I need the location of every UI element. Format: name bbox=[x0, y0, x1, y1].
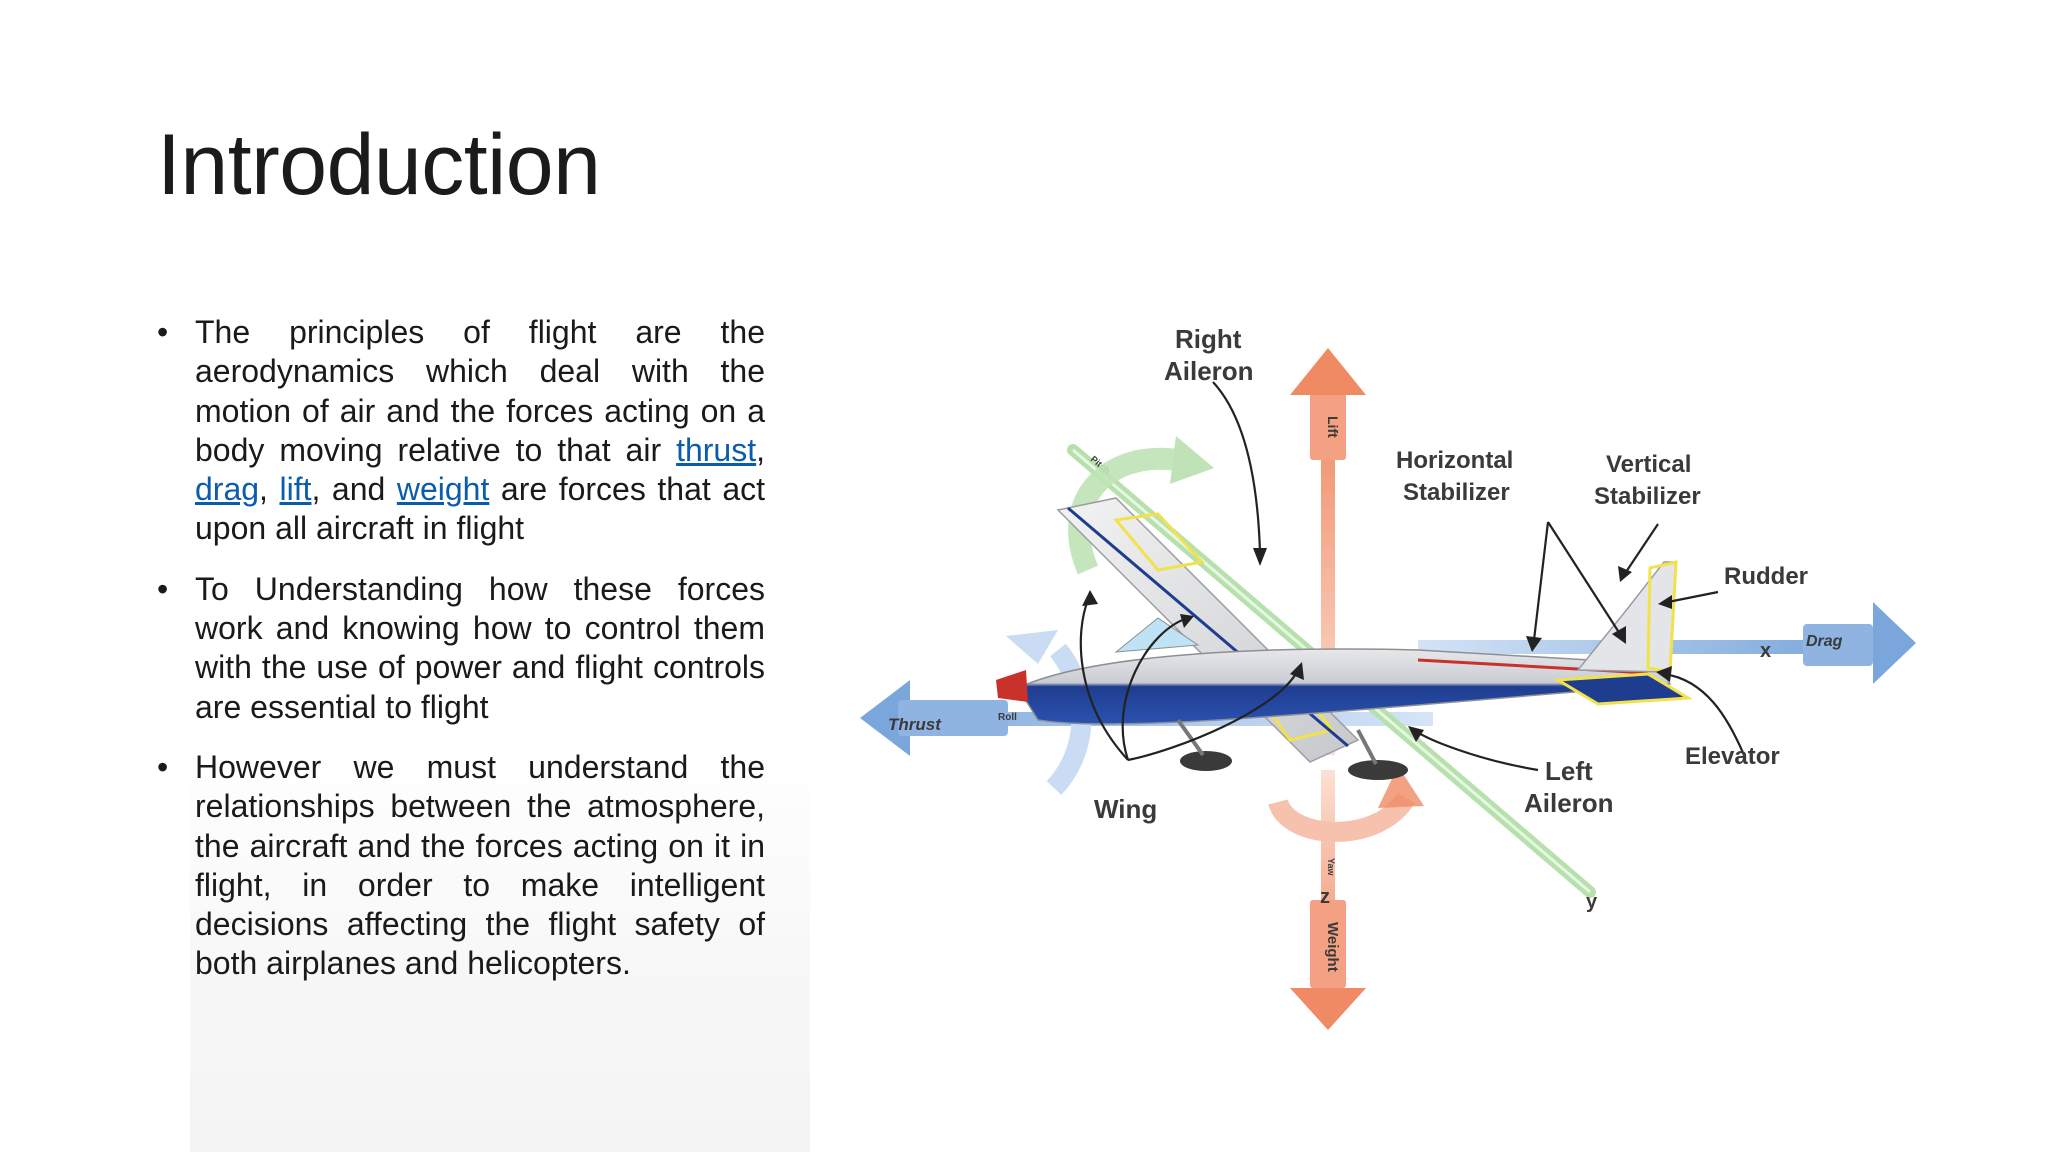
yaw-label: Yaw bbox=[1326, 858, 1336, 877]
callout-arrowheads bbox=[1082, 548, 1672, 742]
left-aileron-label-line1: Left bbox=[1545, 756, 1593, 786]
propeller-hub bbox=[996, 670, 1028, 702]
main-gear-strut bbox=[1356, 729, 1378, 765]
right-aileron-highlight bbox=[1113, 512, 1205, 572]
bullet-item-principles: • The principles of flight are the aerod… bbox=[157, 313, 765, 549]
link-thrust[interactable]: thrust bbox=[676, 431, 757, 468]
rudder-label: Rudder bbox=[1724, 563, 1808, 590]
pitch-rotation-arrowhead bbox=[1170, 436, 1214, 484]
pitch-rotation-arrow bbox=[1068, 447, 1180, 575]
roll-rotation-arrowhead bbox=[1006, 630, 1058, 664]
vertical-stabilizer-label-line1: Vertical bbox=[1606, 451, 1691, 478]
link-weight[interactable]: weight bbox=[396, 471, 490, 508]
roll-label: Roll bbox=[998, 712, 1017, 723]
right-aileron-label-line2: Aileron bbox=[1164, 356, 1254, 386]
drag-label: Drag bbox=[1806, 633, 1843, 650]
horizontal-stabilizer-label-line2: Stabilizer bbox=[1403, 479, 1510, 506]
thrust-label: Thrust bbox=[888, 715, 942, 734]
front-gear-strut bbox=[1176, 718, 1205, 757]
bullet-dot: • bbox=[157, 314, 169, 350]
horizontal-stabilizer-label-line1: Horizontal bbox=[1396, 447, 1513, 474]
bullet-item-however: • However we must understand the relatio… bbox=[157, 748, 765, 984]
aircraft-forces-diagram: Thrust Roll Drag x Lift bbox=[858, 300, 1918, 1040]
axis-z-label: z bbox=[1320, 886, 1330, 908]
vertical-stabilizer-shape bbox=[1576, 561, 1677, 673]
link-lift[interactable]: lift bbox=[279, 471, 312, 508]
bullet-item-understanding: • To Understanding how these forces work… bbox=[157, 570, 765, 727]
axis-x-label: x bbox=[1760, 640, 1771, 662]
background-shade bbox=[190, 740, 810, 1152]
bullet-text: However we must understand the relations… bbox=[195, 748, 765, 982]
vertical-stabilizer-label-line2: Stabilizer bbox=[1594, 483, 1701, 510]
front-wheel bbox=[1180, 751, 1232, 771]
weight-label: Weight bbox=[1324, 922, 1341, 972]
callout-lines bbox=[1079, 381, 1746, 772]
left-aileron-label-line2: Aileron bbox=[1524, 788, 1614, 818]
separator: , bbox=[259, 471, 280, 508]
bullet-dot: • bbox=[157, 570, 169, 607]
right-aileron-label-line1: Right bbox=[1175, 324, 1242, 354]
main-wheel bbox=[1348, 760, 1408, 780]
cockpit-window bbox=[1114, 617, 1200, 653]
yaw-rotation-arrowhead bbox=[1378, 766, 1424, 808]
lift-label: Lift bbox=[1325, 416, 1341, 438]
elevator-highlight bbox=[1553, 672, 1693, 706]
bullet-text: To Understanding how these forces work a… bbox=[195, 570, 765, 725]
bullet-dot: • bbox=[157, 748, 169, 785]
yaw-rotation-arrow bbox=[1268, 792, 1415, 842]
elevator-label: Elevator bbox=[1685, 743, 1780, 770]
separator: , and bbox=[311, 471, 397, 508]
aircraft-diagram-svg: Thrust Roll Drag x Lift bbox=[860, 324, 1916, 1030]
wing-label: Wing bbox=[1094, 794, 1157, 824]
slide-title: Introduction bbox=[157, 117, 601, 213]
bullet-text: The principles of flight are the aerodyn… bbox=[195, 314, 765, 468]
separator: , bbox=[756, 431, 765, 468]
link-drag[interactable]: drag bbox=[195, 471, 260, 508]
axis-y-label: y bbox=[1586, 891, 1598, 913]
bullet-list: • The principles of flight are the aerod… bbox=[157, 313, 765, 1005]
bullet-text: are forces that act upon all aircraft in… bbox=[195, 471, 765, 547]
